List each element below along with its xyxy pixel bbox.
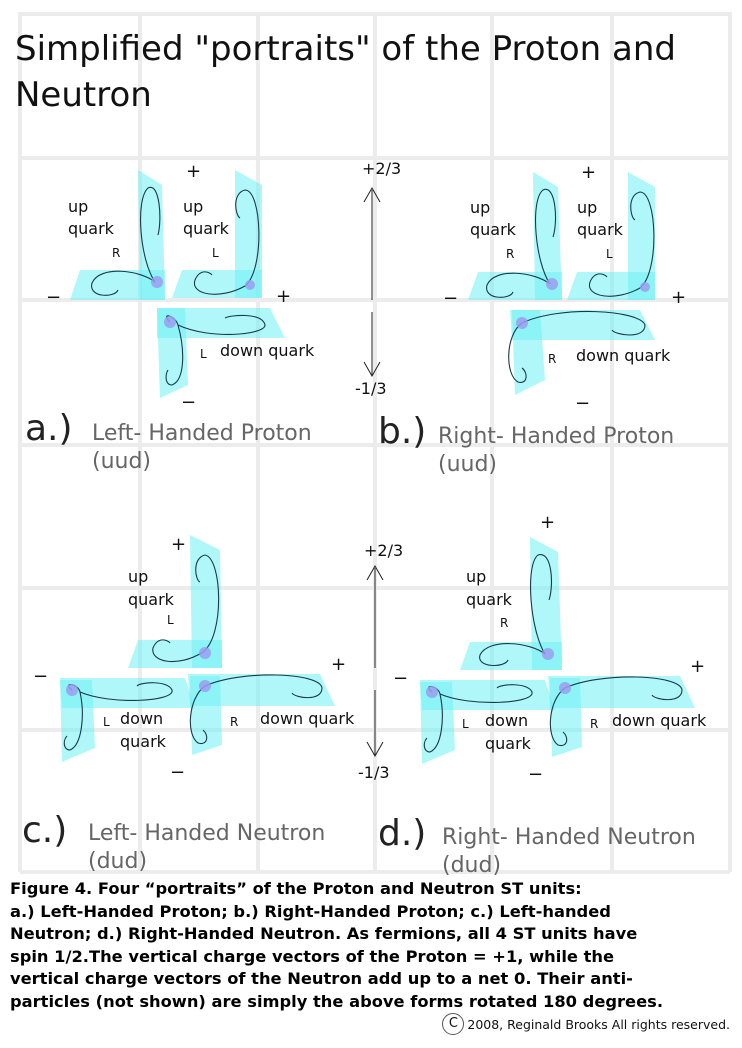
- panel-title: Left- Handed Proton: [92, 421, 312, 446]
- panel-content: (uud): [92, 449, 151, 474]
- plus-sign: +: [690, 656, 705, 677]
- down-quark-label: down quark: [576, 346, 671, 365]
- quark-label: quark: [68, 219, 115, 238]
- plus-sign: +: [186, 161, 201, 182]
- up-quark-label: up: [470, 198, 490, 217]
- charge-top-label: +2/3: [364, 541, 403, 560]
- panel-letter: d.): [378, 813, 426, 854]
- handedness-label: R: [506, 247, 514, 261]
- down-quark-l: [420, 680, 555, 764]
- charge-axis-bottom: +2/3 -1/3: [358, 541, 403, 782]
- panel-a-left-handed-proton: up quark R + − up quark L + L down quark…: [25, 161, 315, 474]
- panel-c-left-handed-neutron: up quark L + − L down quark R down quark…: [22, 534, 355, 874]
- caption-line: Figure 4. Four “portraits” of the Proton…: [10, 879, 582, 898]
- down-quark-r: [508, 310, 655, 395]
- down-quark-r: [548, 676, 695, 757]
- down-quark-label: down quark: [612, 711, 707, 730]
- panel-letter: c.): [22, 810, 67, 851]
- down-quark-r: [188, 674, 335, 755]
- panel-title: Left- Handed Neutron: [88, 821, 325, 846]
- down-label: down: [120, 709, 163, 728]
- plus-sign: +: [540, 512, 555, 533]
- title-line-2: Neutron: [15, 75, 152, 115]
- plus-sign: +: [331, 654, 346, 675]
- handedness-label: L: [212, 246, 219, 260]
- panel-d-right-handed-neutron: up quark R + − L down quark R down quark…: [378, 512, 707, 878]
- handedness-label: L: [167, 613, 174, 627]
- up-quark-label: up: [577, 198, 597, 217]
- quark-label: quark: [128, 590, 175, 609]
- quark-label: quark: [470, 220, 517, 239]
- up-quark-l: [172, 170, 262, 298]
- caption-line: spin 1/2.The vertical charge vectors of …: [10, 946, 615, 966]
- charge-top-label: +2/3: [362, 159, 401, 178]
- handedness-label: L: [103, 715, 110, 729]
- down-quark-l: [60, 678, 195, 762]
- down-quark-label: down quark: [220, 341, 315, 360]
- handedness-label: R: [590, 717, 598, 731]
- panel-content: (dud): [442, 853, 501, 878]
- up-quark-label: up: [183, 197, 203, 216]
- panel-b-right-handed-proton: up quark R + − up quark L + R down quark…: [378, 162, 686, 477]
- minus-sign: −: [46, 287, 61, 308]
- up-quark-l: [567, 172, 655, 300]
- handedness-label: R: [112, 246, 120, 260]
- up-quark-r: [460, 537, 562, 670]
- handedness-label: L: [200, 347, 207, 361]
- handedness-label: R: [230, 715, 238, 729]
- panel-content: (dud): [88, 849, 147, 874]
- minus-sign: −: [181, 392, 196, 413]
- down-quark-label: down quark: [260, 709, 355, 728]
- copyright-notice: C 2008, Reginald Brooks All rights reser…: [442, 1013, 730, 1035]
- plus-sign: +: [581, 162, 596, 183]
- caption-line: a.) Left-Handed Proton; b.) Right-Handed…: [10, 901, 611, 921]
- quark-label: quark: [183, 219, 230, 238]
- up-quark-r: [70, 170, 165, 300]
- handedness-label: R: [548, 352, 556, 366]
- copyright-icon: C: [442, 1013, 465, 1035]
- caption-line: particles (not shown) are simply the abo…: [10, 991, 664, 1011]
- minus-sign: −: [575, 393, 590, 414]
- plus-sign: +: [276, 286, 291, 307]
- minus-sign: −: [528, 764, 543, 785]
- plus-sign: +: [171, 534, 186, 555]
- up-quark-label: up: [68, 197, 88, 216]
- quark-label: quark: [466, 590, 513, 609]
- handedness-label: L: [606, 247, 613, 261]
- up-quark-l: [128, 535, 222, 668]
- charge-axis-top: +2/3 -1/3: [355, 159, 401, 398]
- minus-sign: −: [170, 762, 185, 783]
- quark-label: quark: [485, 734, 532, 753]
- quark-label: quark: [577, 220, 624, 239]
- up-quark-r: [468, 172, 562, 300]
- handedness-label: R: [500, 616, 508, 630]
- panel-letter: b.): [378, 411, 426, 452]
- title-line-1: Simplified "portraits" of the Proton and: [15, 29, 676, 69]
- caption-line: Neutron; d.) Right-Handed Neutron. As fe…: [10, 924, 638, 943]
- figure-caption: Figure 4. Four “portraits” of the Proton…: [10, 878, 740, 1013]
- caption-line: vertical charge vectors of the Neutron a…: [10, 969, 633, 988]
- up-quark-label: up: [128, 567, 148, 586]
- panel-letter: a.): [25, 408, 73, 449]
- plus-sign: +: [671, 287, 686, 308]
- handedness-label: L: [462, 717, 469, 731]
- charge-bottom-label: -1/3: [358, 763, 390, 782]
- panel-content: (uud): [438, 452, 497, 477]
- up-quark-label: up: [466, 567, 486, 586]
- charge-bottom-label: -1/3: [355, 379, 387, 398]
- minus-sign: −: [393, 668, 408, 689]
- down-label: down: [485, 711, 528, 730]
- down-quark-l: [157, 308, 285, 398]
- minus-sign: −: [33, 666, 48, 687]
- panel-title: Right- Handed Neutron: [442, 825, 696, 850]
- copyright-text: 2008, Reginald Brooks All rights reserve…: [467, 1016, 730, 1032]
- minus-sign: −: [443, 288, 458, 309]
- panel-title: Right- Handed Proton: [438, 424, 674, 449]
- quark-label: quark: [120, 732, 167, 751]
